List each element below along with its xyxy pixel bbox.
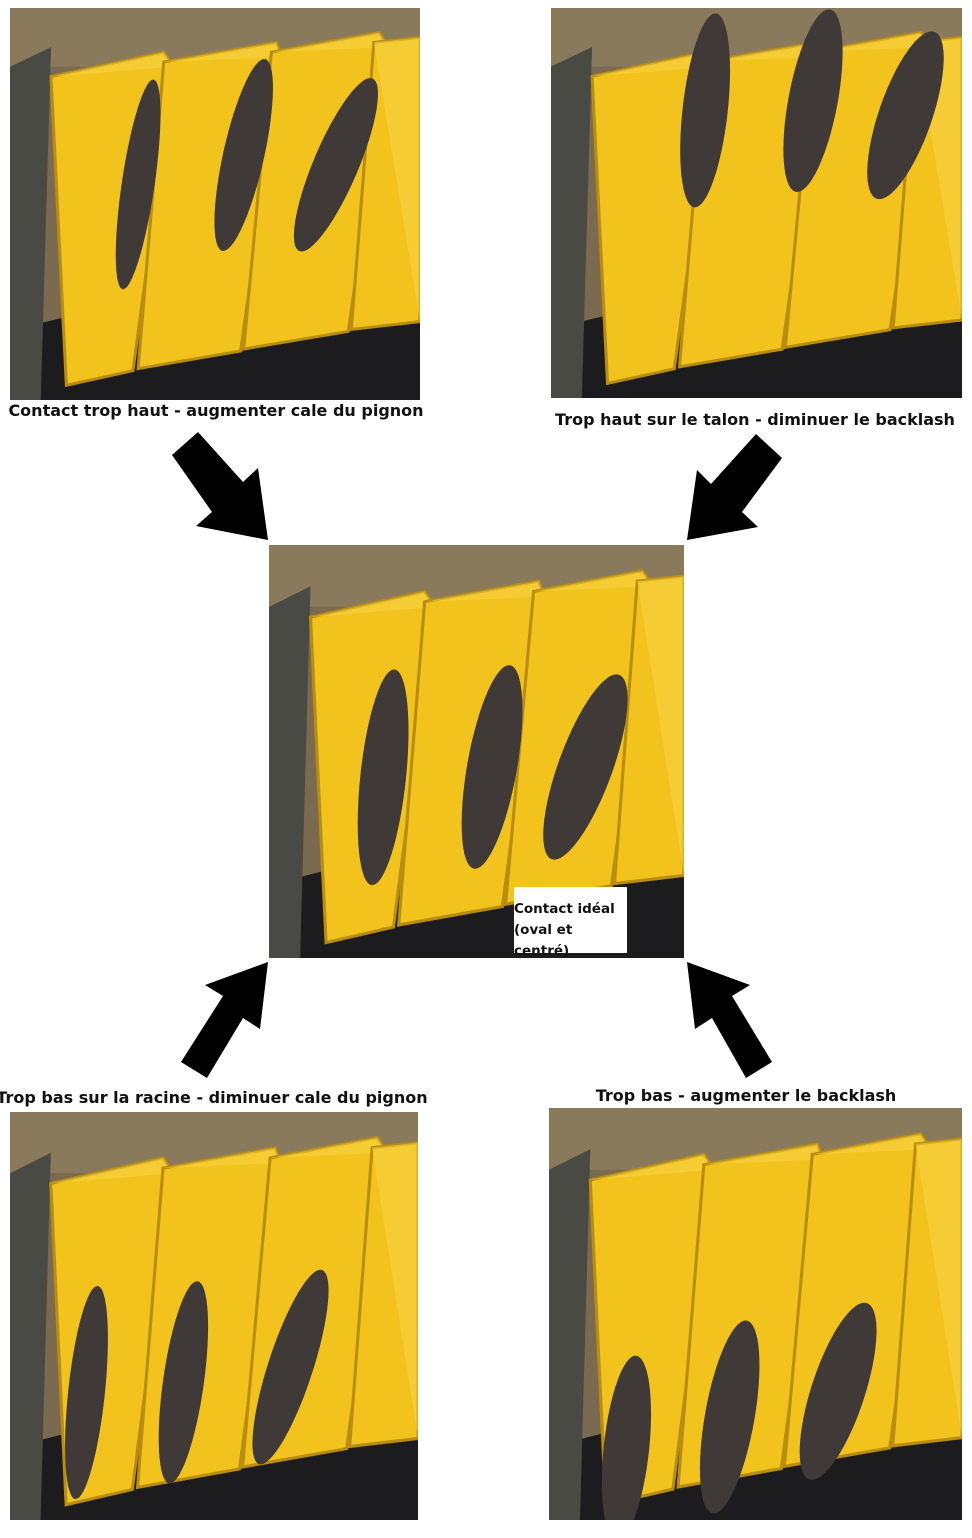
label-bottom-right: Trop bas - augmenter le backlash: [595, 1086, 897, 1105]
arrow-top-right-icon: [687, 434, 782, 540]
arrow-top-left-icon: [172, 432, 268, 540]
contact-patch: [65, 1285, 108, 1500]
arrow-bottom-right-icon: [687, 962, 772, 1078]
label-ideal-contact: Contact idéal (oval et centré): [514, 887, 627, 959]
label-ideal-line1: Contact idéal: [514, 901, 615, 917]
contact-patch: [214, 59, 273, 251]
gear-edge: [549, 1149, 591, 1520]
contact-patch: [115, 79, 161, 290]
gear-edge: [269, 586, 311, 958]
contact-patch: [699, 1320, 760, 1514]
gear-photo-top-left: [10, 8, 420, 400]
contact-patch: [799, 1302, 877, 1480]
gear-edge: [10, 47, 51, 400]
label-top-right: Trop haut sur le talon - diminuer le bac…: [555, 410, 955, 429]
contact-patch: [158, 1281, 209, 1484]
gear-photo-bottom-right: [549, 1108, 962, 1520]
gear-edge: [10, 1152, 51, 1520]
label-bottom-left: Trop bas sur la racine - diminuer cale d…: [0, 1088, 428, 1107]
gear-photo-top-right: [551, 8, 962, 398]
contact-patch: [601, 1355, 652, 1520]
gear-edge: [551, 47, 593, 398]
contact-patch: [252, 1269, 329, 1465]
contact-patch: [543, 674, 628, 860]
contact-patch: [867, 31, 944, 200]
contact-patch: [461, 665, 523, 869]
label-top-left: Contact trop haut - augmenter cale du pi…: [8, 401, 424, 420]
label-ideal-line2: (oval et centré): [514, 922, 573, 959]
contact-patch: [293, 78, 378, 252]
gear-photo-bottom-left: [10, 1112, 418, 1520]
contact-patch: [357, 669, 409, 886]
contact-patch: [783, 9, 843, 192]
contact-patch: [680, 13, 731, 208]
arrow-bottom-left-icon: [181, 962, 268, 1078]
